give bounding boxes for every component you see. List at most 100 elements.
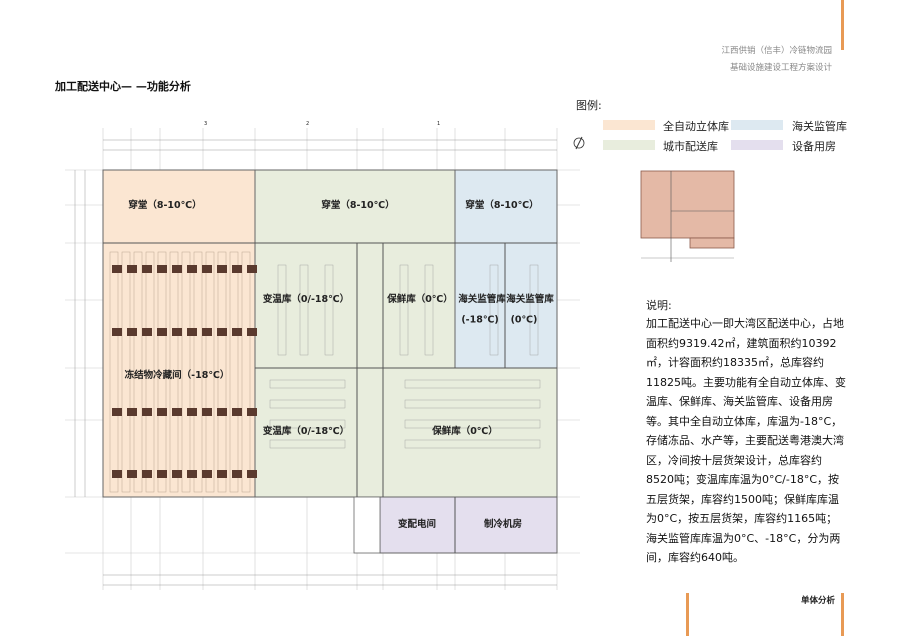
accent-bar-top [841, 0, 844, 50]
axis-label: 2 [306, 121, 310, 127]
shuttle-block [187, 470, 197, 478]
room-label-customs-2-temp: (0℃) [510, 314, 538, 326]
shuttle-block [202, 470, 212, 478]
shuttle-block [172, 408, 182, 416]
shuttle-block [247, 265, 257, 273]
shuttle-block [142, 265, 152, 273]
accent-bar-bottom-right [841, 593, 844, 636]
shuttle-block [217, 265, 227, 273]
shuttle-block [127, 470, 137, 478]
shuttle-block [112, 265, 122, 273]
legend-swatch-equipment [731, 140, 783, 150]
room-label-fresh-lower: 保鲜库（0℃） [432, 426, 498, 437]
shuttle-block [202, 408, 212, 416]
key-plan [640, 170, 735, 239]
auxiliary-room [353, 496, 381, 554]
room-label-frozen: 冻结物冷藏间（-18℃） [124, 370, 230, 381]
shuttle-block [202, 328, 212, 336]
rack [241, 251, 251, 493]
legend-swatch-auto [603, 120, 655, 130]
key-plan [689, 237, 735, 249]
legend-label: 全自动立体库 [663, 120, 729, 133]
rack [269, 379, 346, 389]
rack [121, 251, 131, 493]
shuttle-block [127, 265, 137, 273]
legend-label: 城市配送库 [663, 140, 718, 153]
room-label-refrigeration: 制冷机房 [483, 519, 523, 530]
description-title: 说明: [646, 299, 672, 312]
room-label-fresh-upper: 保鲜库（0℃） [387, 294, 453, 305]
shuttle-block [112, 328, 122, 336]
axis-label: 3 [204, 121, 208, 127]
shuttle-block [142, 470, 152, 478]
shuttle-block [247, 328, 257, 336]
zone-customs [454, 169, 558, 369]
shuttle-block [157, 470, 167, 478]
rack [205, 251, 215, 493]
shuttle-block [232, 470, 242, 478]
shuttle-block [172, 470, 182, 478]
shuttle-block [217, 470, 227, 478]
rack [404, 399, 541, 409]
shuttle-block [157, 265, 167, 273]
rack [277, 264, 287, 356]
project-name-line2: 基础设施建设工程方案设计 [729, 63, 832, 73]
shuttle-block [112, 408, 122, 416]
room-label-hall-customs: 穿堂（8-10℃） [465, 200, 539, 211]
legend-label: 海关监管库 [792, 120, 847, 133]
rack [529, 264, 539, 356]
shuttle-block [142, 328, 152, 336]
shuttle-block [217, 408, 227, 416]
rack [489, 264, 499, 356]
rack [269, 399, 346, 409]
shuttle-block [247, 470, 257, 478]
shuttle-block [217, 328, 227, 336]
shuttle-block [232, 265, 242, 273]
rack [404, 439, 541, 449]
room-label-var-temp-upper: 变温库（0/-18℃） [262, 294, 350, 305]
rack [299, 264, 309, 356]
shuttle-block [247, 408, 257, 416]
shuttle-block [187, 328, 197, 336]
rack [269, 419, 346, 429]
legend-label: 设备用房 [792, 140, 836, 153]
shuttle-block [142, 408, 152, 416]
rack [404, 419, 541, 429]
rack [424, 264, 434, 356]
shuttle-block [172, 328, 182, 336]
axis-label: 1 [437, 121, 441, 127]
accent-bar-bottom-left [686, 593, 689, 636]
legend-title: 图例: [576, 99, 602, 112]
shuttle-block [157, 408, 167, 416]
legend-swatch-city [603, 140, 655, 150]
room-label-customs-1: 海关监管库 [458, 294, 506, 305]
north-arrow-icon [575, 136, 583, 150]
rack [157, 251, 167, 493]
page-title: 加工配送中心— —功能分析 [55, 80, 191, 93]
room-label-customs-1-temp: (-18℃) [461, 314, 499, 326]
rack [324, 264, 334, 356]
room-label-hall-city: 穿堂（8-10℃） [321, 200, 395, 211]
rack [181, 251, 191, 493]
rack [193, 251, 203, 493]
rack [133, 251, 143, 493]
shuttle-block [187, 408, 197, 416]
rack [229, 251, 239, 493]
room-label-customs-2: 海关监管库 [506, 294, 554, 305]
shuttle-block [202, 265, 212, 273]
footer-section-label: 单体分析 [801, 596, 836, 606]
rack [109, 251, 119, 493]
shuttle-block [157, 328, 167, 336]
room-label-substation: 变配电间 [397, 519, 437, 530]
rack [404, 379, 541, 389]
shuttle-block [232, 328, 242, 336]
project-name-line1: 江西供销（信丰）冷链物流园 [721, 46, 832, 56]
room-label-hall-auto: 穿堂（8-10℃） [128, 200, 202, 211]
rack [269, 439, 346, 449]
rack [145, 251, 155, 493]
shuttle-block [127, 328, 137, 336]
room-label-var-temp-lower: 变温库（0/-18℃） [262, 426, 350, 437]
description-body: 加工配送中心一即大湾区配送中心，占地面积约9319.42㎡，建筑面积约10392… [646, 317, 846, 564]
rack [169, 251, 179, 493]
